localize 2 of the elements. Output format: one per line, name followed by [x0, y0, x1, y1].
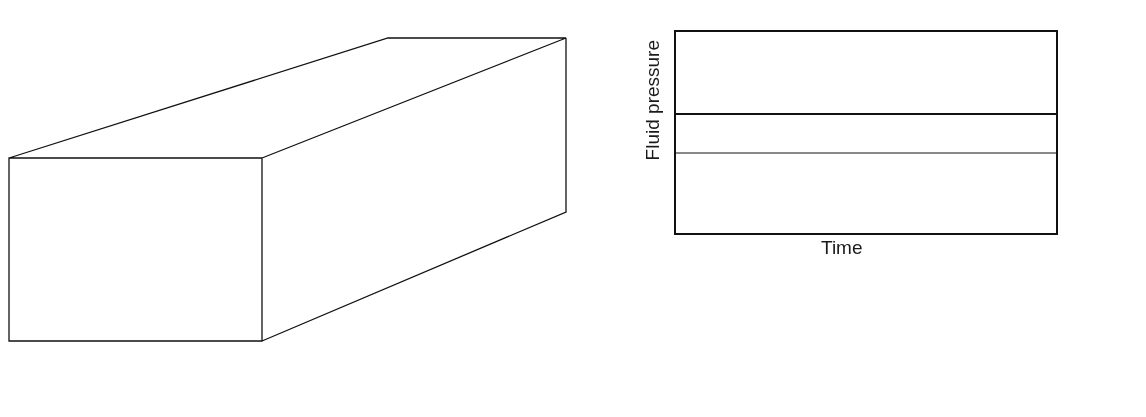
y-axis-label: Fluid pressure	[643, 40, 662, 161]
x-axis-label: Time	[821, 238, 863, 257]
